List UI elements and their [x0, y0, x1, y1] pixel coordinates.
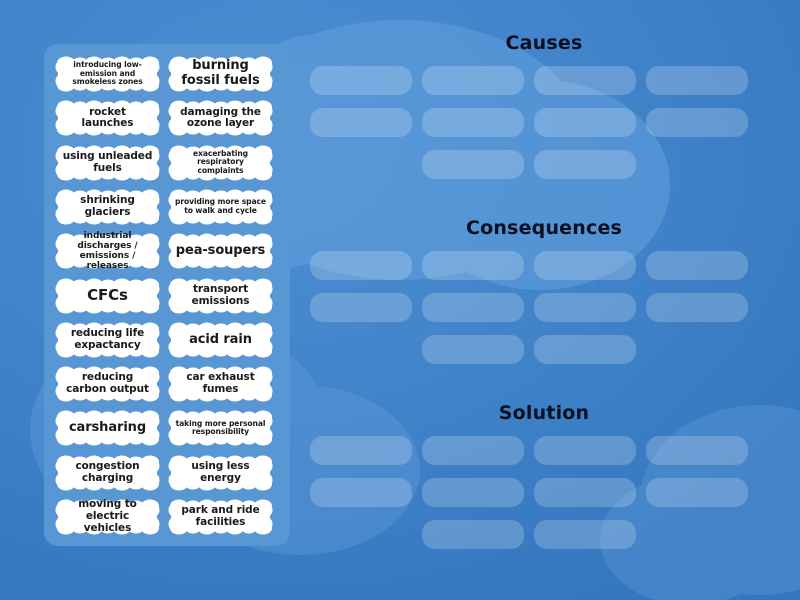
word-card[interactable]: using less energy	[168, 453, 273, 493]
category-group-solution: Solution	[300, 402, 800, 556]
word-card-label: congestion charging	[75, 459, 140, 484]
word-card[interactable]: providing more space to walk and cycle	[168, 187, 273, 227]
drop-slot-grid	[300, 251, 800, 371]
drop-slot[interactable]	[422, 251, 524, 280]
drop-slot[interactable]	[422, 293, 524, 322]
word-bank-card-list: introducing low-emission and smokeless z…	[51, 52, 283, 538]
word-card-label: exacerbating respiratory complaints	[192, 148, 248, 175]
word-card-label: CFCs	[87, 286, 128, 305]
word-card[interactable]: reducing life expactancy	[55, 320, 160, 360]
word-card-label: transport emissions	[191, 282, 250, 307]
word-card[interactable]: using unleaded fuels	[55, 143, 160, 183]
drop-slot[interactable]	[646, 66, 748, 95]
drop-slot[interactable]	[534, 520, 636, 549]
drop-slot[interactable]	[534, 478, 636, 507]
drop-slot[interactable]	[422, 436, 524, 465]
drop-slot[interactable]	[422, 108, 524, 137]
drop-slot[interactable]	[422, 478, 524, 507]
word-card[interactable]: park and ride facilities	[168, 497, 273, 537]
word-card-label: reducing life expactancy	[70, 327, 145, 351]
drop-slot[interactable]	[646, 293, 748, 322]
drop-slot[interactable]	[422, 66, 524, 95]
word-card[interactable]: pea-soupers	[168, 231, 273, 271]
drop-slot[interactable]	[310, 436, 412, 465]
word-card-label: acid rain	[189, 331, 252, 347]
category-title: Consequences	[465, 217, 623, 239]
word-card-label: car exhaust fumes	[186, 371, 255, 396]
drop-slot[interactable]	[534, 436, 636, 465]
drop-slot-grid	[300, 66, 800, 186]
word-card-label: rocket launches	[81, 105, 134, 130]
word-card[interactable]: reducing carbon output	[55, 364, 160, 404]
word-card-label: using unleaded fuels	[62, 149, 153, 174]
drop-slot[interactable]	[534, 150, 636, 179]
word-bank-panel: introducing low-emission and smokeless z…	[44, 44, 290, 546]
word-card[interactable]: industrial discharges / emissions / rele…	[55, 231, 160, 271]
word-card[interactable]: introducing low-emission and smokeless z…	[55, 54, 160, 94]
word-card[interactable]: acid rain	[168, 320, 273, 360]
drop-slot[interactable]	[646, 251, 748, 280]
word-card-label: park and ride facilities	[181, 504, 260, 528]
word-card-label: providing more space to walk and cycle	[175, 197, 266, 215]
word-card[interactable]: shrinking glaciers	[55, 187, 160, 227]
word-card[interactable]: congestion charging	[55, 453, 160, 493]
word-card-label: shrinking glaciers	[80, 194, 135, 218]
drop-slot[interactable]	[534, 335, 636, 364]
word-card-label: carsharing	[68, 420, 147, 436]
word-card[interactable]: moving to electric vehicles	[55, 497, 160, 537]
drop-slot[interactable]	[534, 293, 636, 322]
word-card[interactable]: burning fossil fuels	[168, 54, 273, 94]
word-card-label: moving to electric vehicles	[78, 498, 137, 534]
word-card[interactable]: exacerbating respiratory complaints	[168, 143, 273, 183]
drop-slot[interactable]	[646, 436, 748, 465]
word-card-label: burning fossil fuels	[181, 58, 260, 88]
category-title: Solution	[498, 402, 590, 424]
drop-slot[interactable]	[534, 251, 636, 280]
drop-slot[interactable]	[534, 108, 636, 137]
word-card-label: pea-soupers	[175, 242, 266, 258]
word-card-label: reducing carbon output	[66, 371, 149, 396]
drop-slot[interactable]	[310, 478, 412, 507]
drop-slot[interactable]	[310, 108, 412, 137]
drop-slot-grid	[300, 436, 800, 556]
drop-slot[interactable]	[422, 520, 524, 549]
drop-slot[interactable]	[646, 478, 748, 507]
word-card[interactable]: rocket launches	[55, 98, 160, 138]
word-card[interactable]: damaging the ozone layer	[168, 98, 273, 138]
drop-slot[interactable]	[310, 251, 412, 280]
category-group-causes: Causes	[300, 32, 800, 186]
drop-slot[interactable]	[422, 335, 524, 364]
word-card[interactable]: carsharing	[55, 408, 160, 448]
category-title: Causes	[505, 32, 583, 54]
drop-slot[interactable]	[422, 150, 524, 179]
category-group-consequences: Consequences	[300, 217, 800, 371]
word-card-label: using less energy	[191, 459, 250, 484]
drop-slot[interactable]	[646, 108, 748, 137]
drop-slot[interactable]	[310, 66, 412, 95]
drop-slot[interactable]	[534, 66, 636, 95]
word-card[interactable]: taking more personal responsibility	[168, 408, 273, 448]
word-card-label: damaging the ozone layer	[180, 105, 261, 130]
word-card[interactable]: transport emissions	[168, 276, 273, 316]
word-card-label: taking more personal responsibility	[175, 418, 266, 437]
word-card[interactable]: CFCs	[55, 276, 160, 316]
word-card[interactable]: car exhaust fumes	[168, 364, 273, 404]
drop-slot[interactable]	[310, 293, 412, 322]
word-card-label: industrial discharges / emissions / rele…	[77, 231, 138, 272]
word-card-label: introducing low-emission and smokeless z…	[72, 60, 143, 87]
